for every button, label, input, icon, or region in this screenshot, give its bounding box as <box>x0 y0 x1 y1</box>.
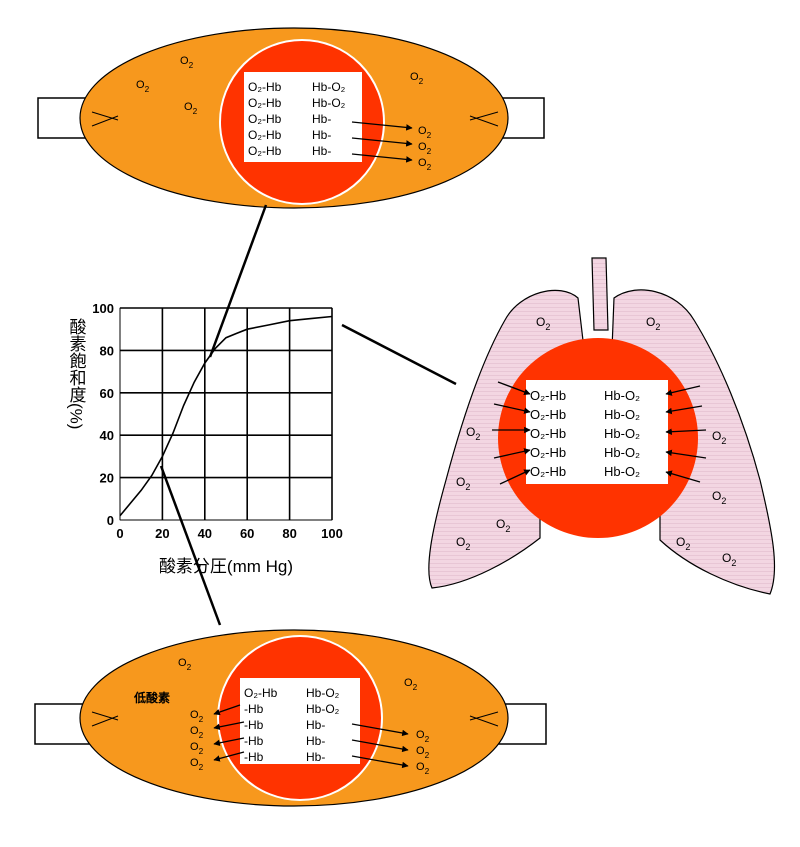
diffusion-arrow <box>665 449 707 459</box>
y-tick-label: 40 <box>100 428 114 443</box>
bottom-tissue-folds <box>91 711 499 727</box>
x-tick-label: 60 <box>240 526 254 541</box>
hb-left-text: -Hb <box>244 750 264 764</box>
chart-grid <box>119 307 333 521</box>
hb-right-text: Hb- <box>312 144 331 158</box>
bottom-hb-box <box>240 678 360 764</box>
diffusion-arrow <box>499 469 531 485</box>
chart-y-ticks: 0 20 40 60 80 100 <box>92 301 114 528</box>
hb-left-text: O₂-Hb <box>530 426 566 441</box>
diffusion-arrow <box>213 704 241 716</box>
hb-left-text: O₂-Hb <box>248 80 282 94</box>
diffusion-arrow <box>665 470 701 483</box>
diffusion-arrow <box>213 751 245 762</box>
hb-left-text: -Hb <box>244 702 264 716</box>
hb-right-text: Hb- <box>306 734 325 748</box>
hb-right-text: Hb- <box>306 718 325 732</box>
diffusion-arrow <box>497 381 531 395</box>
connector-to-lung <box>341 323 457 386</box>
x-tick-label: 80 <box>282 526 296 541</box>
hb-right-text: Hb-O₂ <box>312 80 346 94</box>
diffusion-arrow <box>351 739 409 753</box>
diffusion-arrow <box>213 737 245 747</box>
hb-right-text: Hb-O₂ <box>604 388 640 403</box>
hb-right-text: Hb-O₂ <box>306 702 340 716</box>
diffusion-arrow <box>351 121 413 131</box>
y-tick-label: 0 <box>107 513 114 528</box>
dissociation-chart: 0 20 40 60 80 100 0 20 40 60 80 100 酸素飽和度(%) 酸素分圧(… <box>67 301 343 576</box>
y-tick-label: 100 <box>92 301 114 316</box>
hb-left-text: O₂-Hb <box>530 407 566 422</box>
diffusion-arrow <box>493 448 531 459</box>
lung-hb-box <box>526 380 668 484</box>
chart-x-axis-label: 酸素分圧(mm Hg) <box>159 557 293 576</box>
hb-right-text: Hb-O₂ <box>306 686 340 700</box>
hb-right-text: Hb-O₂ <box>312 96 346 110</box>
connector-to-top <box>208 204 268 358</box>
hb-left-text: O₂-Hb <box>248 96 282 110</box>
hb-left-text: O₂-Hb <box>244 686 278 700</box>
diffusion-arrow <box>493 403 531 414</box>
diffusion-arrow <box>351 755 409 769</box>
hb-right-text: Hb-O₂ <box>604 407 640 422</box>
connector-to-bottom <box>159 465 222 626</box>
diffusion-arrow <box>351 137 413 147</box>
bottom-release-arrows <box>213 704 409 769</box>
top-hb-box <box>244 72 362 162</box>
top-tissue-folds <box>91 111 499 127</box>
diffusion-arrow <box>665 385 701 396</box>
y-tick-label: 60 <box>100 386 114 401</box>
connector-lines <box>159 204 457 626</box>
hb-right-text: Hb- <box>312 128 331 142</box>
y-axis-label-text: 酸素飽和度(%) <box>67 318 87 429</box>
hb-left-text: -Hb <box>244 718 264 732</box>
x-tick-label: 20 <box>155 526 169 541</box>
lung-uptake-arrows <box>492 381 707 485</box>
hb-right-text: Hb- <box>306 750 325 764</box>
diffusion-arrow <box>351 153 413 163</box>
hb-left-text: O₂-Hb <box>530 445 566 460</box>
x-tick-label: 100 <box>321 526 343 541</box>
diffusion-arrow <box>213 721 245 731</box>
hb-left-text: O₂-Hb <box>248 112 282 126</box>
y-tick-label: 80 <box>100 343 114 358</box>
trachea <box>591 257 609 331</box>
x-tick-label: 0 <box>116 526 123 541</box>
hb-right-text: Hb-O₂ <box>604 426 640 441</box>
hb-left-text: O₂-Hb <box>248 128 282 142</box>
hb-left-text: O₂-Hb <box>530 388 566 403</box>
diffusion-arrow <box>665 428 707 435</box>
hb-right-text: Hb-O₂ <box>604 445 640 460</box>
y-tick-label: 20 <box>100 471 114 486</box>
hb-left-text: O₂-Hb <box>530 464 566 479</box>
diffusion-arrow <box>351 723 409 737</box>
hb-right-text: Hb- <box>312 112 331 126</box>
chart-x-ticks: 0 20 40 60 80 100 <box>116 526 342 541</box>
low-oxygen-label: 低酸素 <box>133 690 170 705</box>
hb-left-text: -Hb <box>244 734 264 748</box>
chart-plot-area <box>119 307 333 521</box>
top-release-arrows <box>351 121 413 163</box>
hb-left-text: O₂-Hb <box>248 144 282 158</box>
diffusion-arrow <box>665 405 703 415</box>
chart-y-axis-label: 酸素飽和度(%) <box>67 318 87 429</box>
oxygen-dissociation-curve <box>119 315 333 517</box>
hb-right-text: Hb-O₂ <box>604 464 640 479</box>
x-tick-label: 40 <box>198 526 212 541</box>
